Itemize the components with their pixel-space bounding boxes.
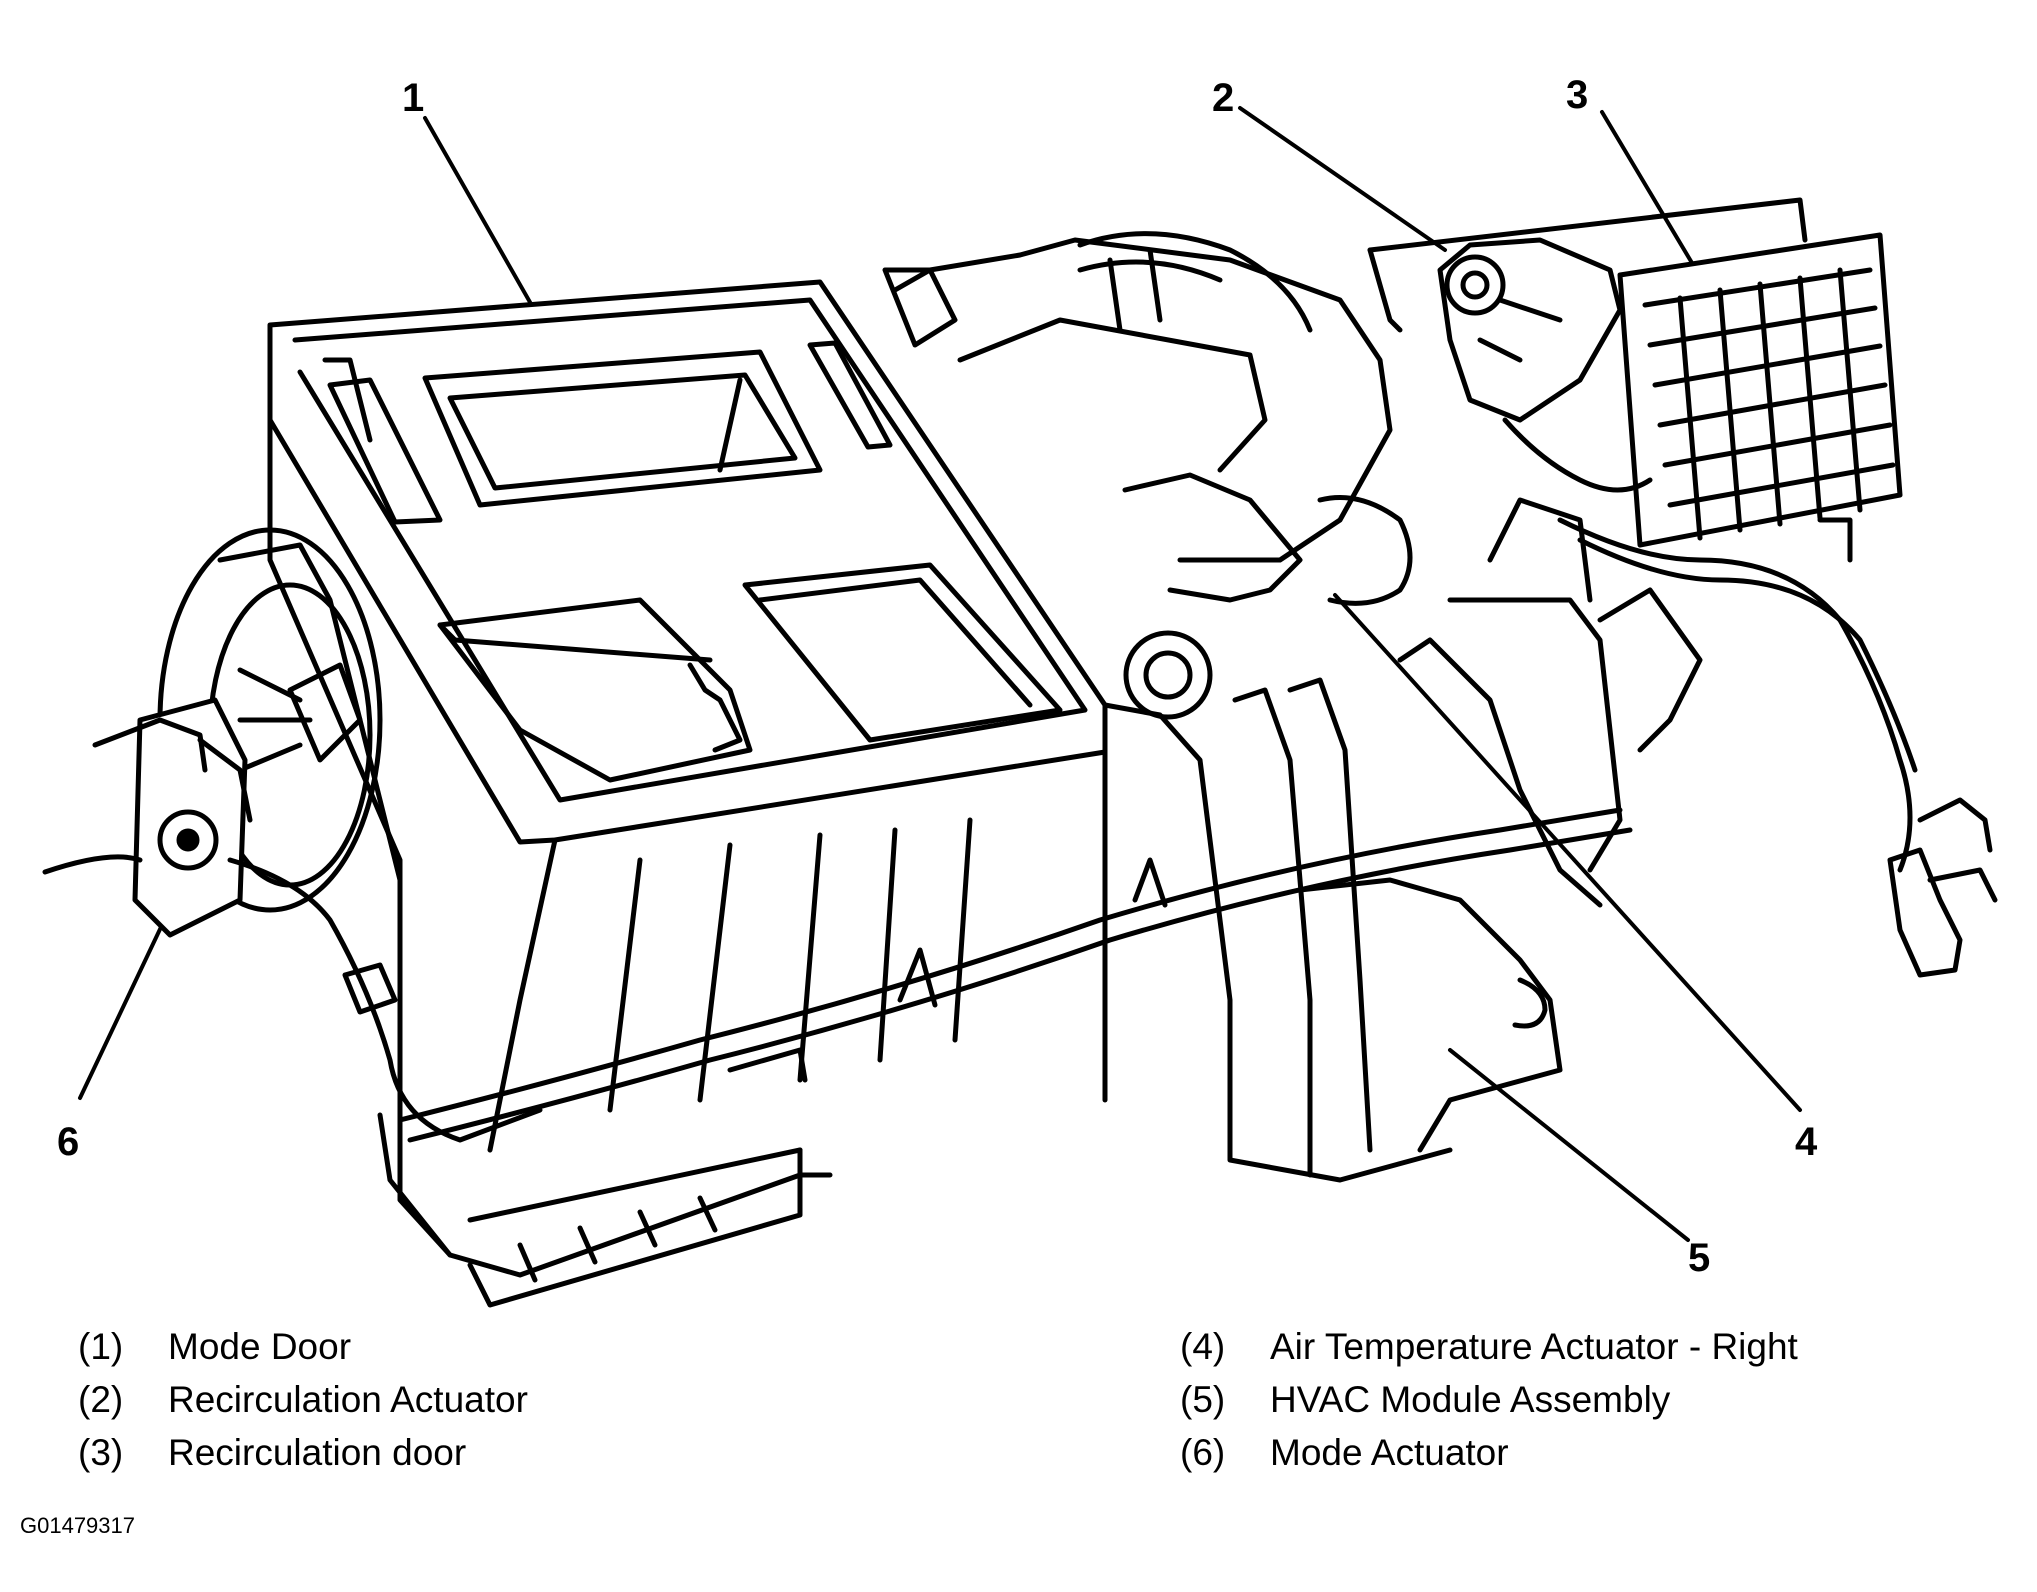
legend-number: (4) (1180, 1326, 1226, 1367)
legend-label: Recirculation Actuator (168, 1379, 528, 1420)
callout-4: 4 (1795, 1120, 1818, 1164)
legend-right: (4) Air Temperature Actuator - Right (5)… (1180, 1320, 1798, 1479)
figure-code: G01479317 (20, 1513, 135, 1538)
leader-line-3 (1600, 110, 1697, 270)
legend-left: (1) Mode Door (2) Recirculation Actuator… (78, 1320, 528, 1479)
legend-item: (3) Recirculation door (78, 1426, 528, 1479)
legend-number: (6) (1180, 1432, 1226, 1473)
mode-door-housing (267, 279, 1108, 1308)
callout-6: 6 (57, 1120, 80, 1164)
callout-1: 1 (402, 76, 425, 120)
legend-number: (1) (78, 1326, 124, 1367)
legend-number: (3) (78, 1432, 124, 1473)
legend-label: Recirculation door (168, 1432, 467, 1473)
legend-item: (2) Recirculation Actuator (78, 1373, 528, 1426)
leader-line-2 (1238, 106, 1447, 252)
legend-item: (5) HVAC Module Assembly (1180, 1373, 1798, 1426)
leader-line-4 (1333, 593, 1802, 1112)
callout-5: 5 (1688, 1236, 1711, 1280)
legend-label: Air Temperature Actuator - Right (1270, 1326, 1798, 1367)
legend-number: (2) (78, 1379, 124, 1420)
hvac-center-section (397, 231, 1703, 1183)
leader-line-6 (78, 923, 164, 1100)
callout-3: 3 (1566, 73, 1589, 117)
leader-line-5 (1448, 1048, 1690, 1242)
legend-label: Mode Door (168, 1326, 352, 1367)
legend-item: (1) Mode Door (78, 1320, 528, 1373)
callout-2: 2 (1212, 76, 1235, 120)
legend-item: (4) Air Temperature Actuator - Right (1180, 1320, 1798, 1373)
recirculation-assembly (1367, 197, 1998, 978)
legend-item: (6) Mode Actuator (1180, 1426, 1798, 1479)
legend-label: HVAC Module Assembly (1270, 1379, 1671, 1420)
legend-label: Mode Actuator (1270, 1432, 1509, 1473)
legend-number: (5) (1180, 1379, 1226, 1420)
